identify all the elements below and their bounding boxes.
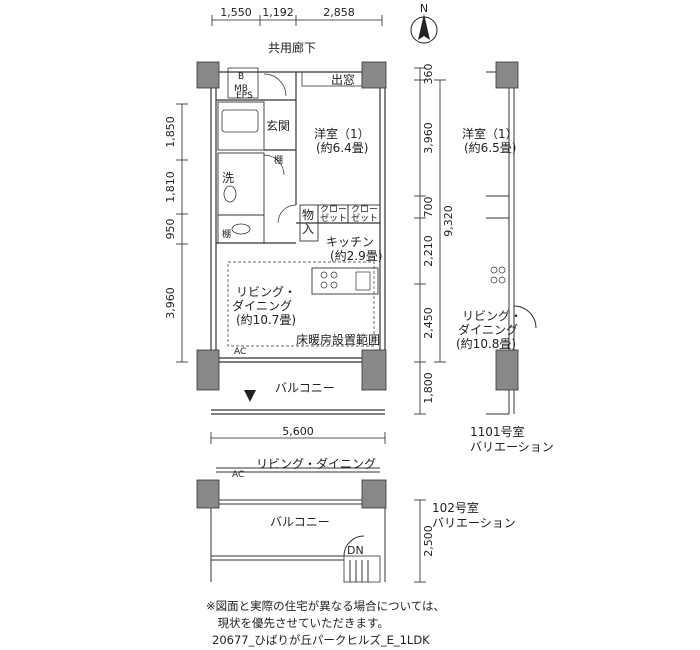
living-label-2: ダイニング — [232, 298, 292, 313]
var102-dim-line — [414, 499, 426, 583]
left-dim-1: 1,850 — [164, 116, 177, 148]
tana-label-1: 棚 — [274, 154, 283, 166]
var102-caption-1: 102号室 — [432, 500, 479, 515]
var102-living-label: リビング・ダイニング — [256, 456, 376, 471]
living-label-3: (約10.7畳) — [236, 312, 296, 327]
var1101-room-label: 洋室（1） — [462, 126, 518, 141]
closet-label-2: クロー — [351, 204, 378, 215]
living-label-1: リビング・ — [236, 285, 296, 299]
variation-1101-pillars — [495, 61, 519, 391]
right-dim-1: 360 — [422, 64, 435, 85]
right-dim-3: 700 — [422, 197, 435, 218]
monoire-label: 物 — [302, 208, 314, 222]
closet-label-1: クロー — [320, 204, 347, 215]
var102-ac-label: AC — [232, 470, 244, 480]
sen-label: 洗 — [222, 171, 234, 185]
kitchen-label: キッチン — [326, 235, 374, 249]
closet-label-1b: ゼット — [320, 212, 347, 224]
left-dimension-line — [176, 103, 188, 363]
pillars — [196, 61, 387, 391]
north-arrow-icon — [410, 14, 438, 44]
monoire-label-2: 入 — [302, 222, 314, 236]
north-label: N — [420, 2, 428, 15]
right-dim-5: 2,450 — [422, 307, 435, 339]
total-right-dim: 9,320 — [442, 205, 455, 237]
var102-dn-label: DN — [347, 544, 364, 557]
var102-caption-2: バリエーション — [432, 516, 516, 530]
top-dim-3: 2,858 — [323, 6, 355, 19]
left-dim-3: 950 — [164, 219, 177, 240]
variation-102-pillars — [196, 479, 387, 509]
top-dim-1: 1,550 — [220, 6, 252, 19]
right-dimension-line — [414, 67, 446, 415]
kitchen-size: (約2.9畳) — [330, 248, 382, 263]
corridor-label: 共用廊下 — [268, 40, 316, 55]
entrance-marker-icon — [244, 390, 256, 402]
footer-caption: 20677_ひばりが丘パークヒルズ_E_1LDK — [212, 633, 430, 647]
var1101-living-1: リビング・ — [462, 309, 522, 323]
var102-balcony-label: バルコニー — [270, 515, 330, 529]
var1101-caption-1: 1101号室 — [470, 424, 525, 439]
left-dim-2: 1,810 — [164, 171, 177, 203]
top-dimension-line — [211, 15, 383, 26]
balcony-label: バルコニー — [275, 381, 335, 395]
var1101-living-3: (約10.8畳) — [456, 336, 516, 351]
var1101-room-size: (約6.5畳) — [464, 140, 516, 155]
b-label: B — [238, 72, 244, 82]
eps-label: EPS — [236, 91, 253, 101]
door-arcs — [263, 73, 297, 224]
var102-dim: 2,500 — [422, 525, 435, 557]
left-dim-4: 3,960 — [164, 287, 177, 319]
right-dim-6: 1,800 — [422, 372, 435, 404]
right-dim-4: 2,210 — [422, 235, 435, 267]
bottom-dim: 5,600 — [282, 425, 314, 438]
bay-window-label: 出窓 — [331, 72, 355, 87]
closet-label-2b: ゼット — [351, 212, 378, 224]
ac-label: AC — [234, 347, 246, 357]
variation-102-plan — [210, 467, 386, 583]
top-dim-2: 1,192 — [262, 6, 294, 19]
tana-label-2: 棚 — [222, 228, 231, 240]
youshitsu-label: 洋室（1） — [314, 126, 370, 141]
var1101-living-2: ダイニング — [458, 322, 518, 337]
genkan-label: 玄関 — [266, 118, 290, 133]
youshitsu-size: (約6.4畳) — [316, 140, 368, 155]
right-dim-2: 3,960 — [422, 122, 435, 154]
notes: ※図面と実際の住宅が異なる場合については、 現状を優先させていただきます。 — [206, 599, 446, 630]
bottom-dimension-line — [210, 432, 386, 444]
var1101-caption-2: バリエーション — [470, 440, 554, 454]
floor-heating-label: 床暖房設置範囲 — [296, 332, 380, 347]
mb-label: MB — [234, 84, 248, 94]
